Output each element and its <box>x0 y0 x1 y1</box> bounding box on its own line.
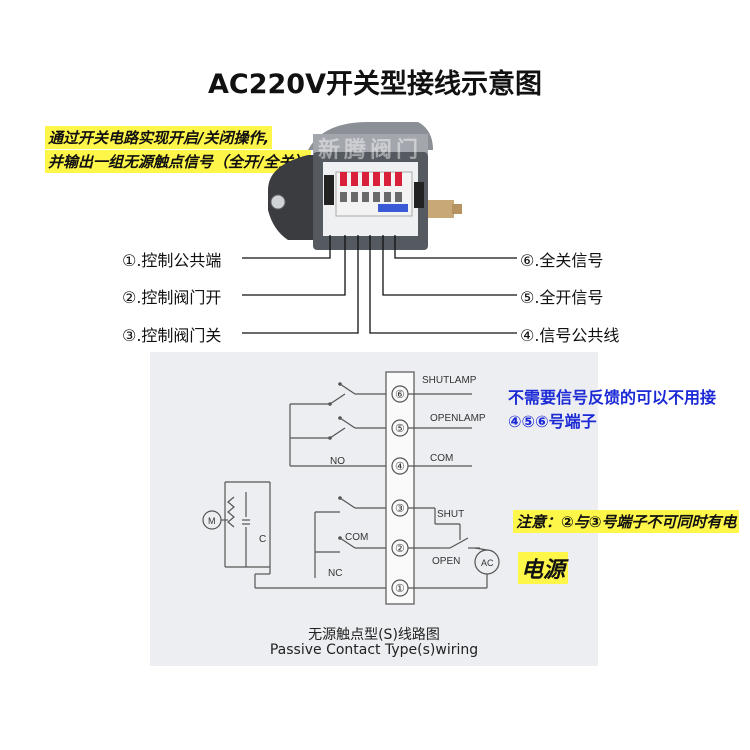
label-terminal-6: ⑥.全关信号 <box>520 251 604 270</box>
diagram-title: AC220V开关型接线示意图 <box>208 69 542 100</box>
power-label: 电源 <box>518 552 569 584</box>
open-label: OPEN <box>432 556 460 567</box>
wiring-diagram: ⑥ ⑤ ④ ③ ② ① SHUTLAMP OPENLAMP COM SHUT O… <box>202 371 500 605</box>
caption-chinese: 无源触点型(S)线路图 <box>308 627 440 643</box>
no-label: NO <box>330 456 345 467</box>
motor-label: M <box>208 516 216 526</box>
watermark: 新腾阀门 <box>318 138 423 163</box>
note-blue-line-1: 不需要信号反馈的可以不用接 <box>508 388 717 407</box>
shutlamp-label: SHUTLAMP <box>422 375 477 386</box>
leader-line-5 <box>382 235 517 296</box>
leader-line-6 <box>394 235 517 259</box>
terminal-4: ④ <box>395 461 405 473</box>
leader-line-1 <box>242 235 331 259</box>
ac-label: AC <box>481 558 494 568</box>
label-terminal-2: ②.控制阀门开 <box>122 288 222 307</box>
terminal-6: ⑥ <box>395 389 405 401</box>
intro-line-1: 通过开关电路实现开启/关闭操作, <box>45 126 273 149</box>
leader-line-4 <box>369 235 517 334</box>
com-control-label: COM <box>345 532 368 543</box>
terminal-2: ② <box>395 543 405 555</box>
label-terminal-3: ③.控制阀门关 <box>122 326 222 345</box>
shut-label: SHUT <box>437 509 464 520</box>
actuator-device-image <box>268 122 462 250</box>
label-terminal-1: ①.控制公共端 <box>122 251 222 270</box>
label-terminal-4: ④.信号公共线 <box>520 326 620 345</box>
label-terminal-5: ⑤.全开信号 <box>520 288 604 307</box>
note-blue-line-2: ④⑤⑥号端子 <box>508 412 597 431</box>
terminal-5: ⑤ <box>395 423 405 435</box>
leader-line-2 <box>242 235 346 296</box>
leader-line-3 <box>242 235 359 334</box>
leader-lines <box>242 235 517 334</box>
terminal-1: ① <box>395 583 405 595</box>
terminal-3: ③ <box>395 503 405 515</box>
warning-note: 注意：②与③号端子不可同时有电 <box>513 510 740 533</box>
nc-label: NC <box>328 568 342 579</box>
caption-english: Passive Contact Type(s)wiring <box>269 642 479 658</box>
capacitor-label: C <box>259 534 266 545</box>
openlamp-label: OPENLAMP <box>430 413 486 424</box>
com-signal-label: COM <box>430 453 453 464</box>
intro-line-2: 并输出一组无源触点信号（全开/全关） <box>45 150 312 173</box>
